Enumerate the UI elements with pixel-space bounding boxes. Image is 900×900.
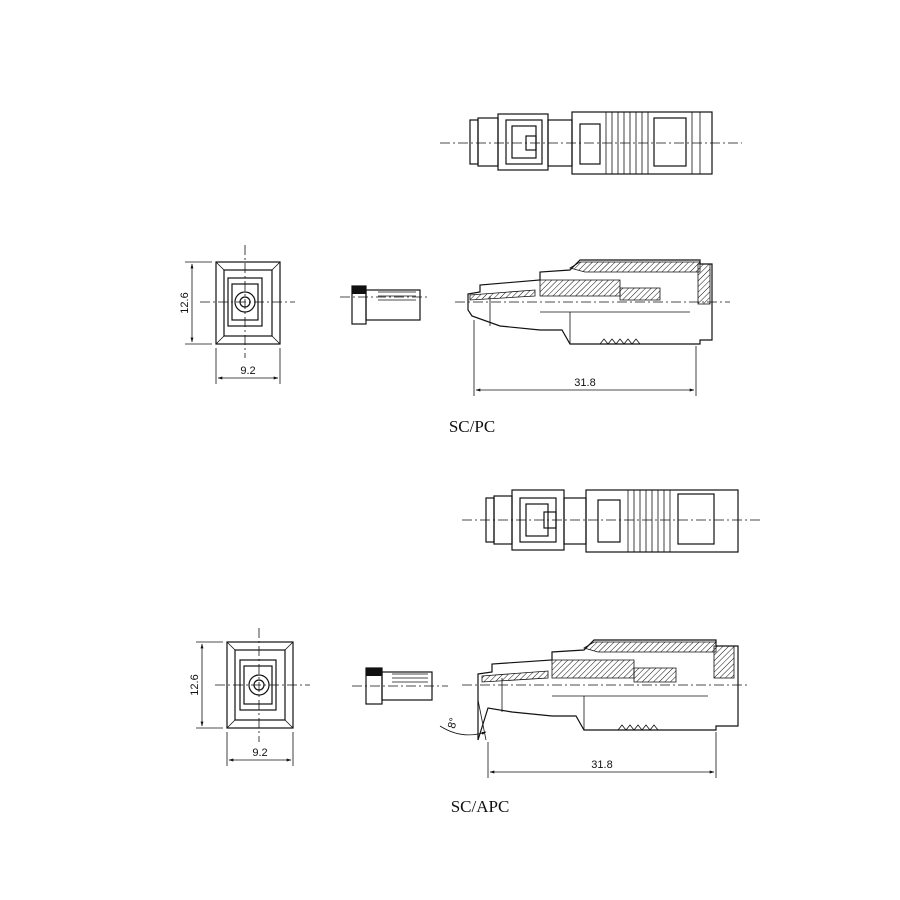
sc-apc-section: 12.6 9.2 bbox=[189, 489, 762, 816]
sc-apc-length-label: 31.8 bbox=[591, 759, 612, 771]
sc-pc-section: 12.6 9.2 bbox=[179, 111, 742, 436]
sc-apc-caption: SC/APC bbox=[451, 797, 510, 816]
sc-apc-boot-ribs bbox=[627, 490, 671, 552]
sc-apc-top-view bbox=[462, 489, 762, 553]
sc-apc-side-view: 8° 31.8 bbox=[439, 639, 748, 778]
sc-pc-front-view: 12.6 9.2 bbox=[179, 245, 295, 384]
sc-pc-length-label: 31.8 bbox=[574, 377, 595, 389]
sc-apc-width-label: 9.2 bbox=[252, 747, 267, 759]
sc-apc-angle-label: 8° bbox=[446, 717, 460, 730]
sc-pc-top-view bbox=[440, 111, 742, 175]
sc-apc-ferrule bbox=[352, 667, 448, 705]
sc-pc-boot-ribs bbox=[605, 112, 701, 174]
sc-apc-front-view: 12.6 9.2 bbox=[189, 628, 310, 766]
sc-pc-width-label: 9.2 bbox=[240, 365, 255, 377]
sc-pc-side-view: 31.8 bbox=[455, 259, 730, 396]
sc-pc-ferrule bbox=[340, 285, 430, 325]
sc-apc-height-label: 12.6 bbox=[189, 674, 201, 695]
sc-pc-caption: SC/PC bbox=[449, 417, 495, 436]
sc-pc-height-label: 12.6 bbox=[179, 292, 191, 313]
